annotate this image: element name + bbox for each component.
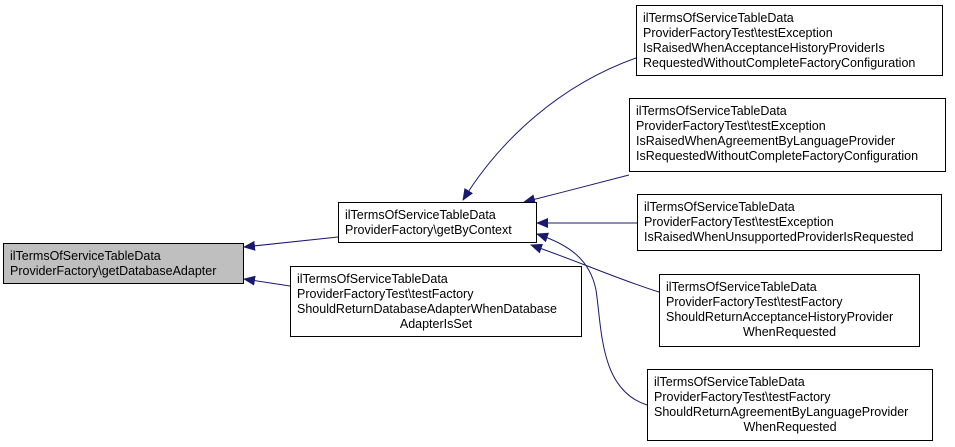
node-test-exception-agreement-by-language[interactable]: ilTermsOfServiceTableData ProviderFactor…	[629, 98, 946, 172]
edge-testexcacceptance-to-getbycontext	[462, 57, 637, 201]
node-line: ProviderFactoryTest\testFactory	[297, 287, 474, 301]
node-line: ilTermsOfServiceTableData	[636, 104, 787, 118]
node-line: WhenRequested	[742, 325, 837, 339]
node-line: ProviderFactory\getByContext	[345, 223, 512, 237]
node-line: IsRaisedWhenUnsupportedProviderIsRequest…	[644, 230, 914, 244]
node-test-database-adapter-set[interactable]: ilTermsOfServiceTableData ProviderFactor…	[290, 266, 582, 337]
node-line: ShouldReturnAgreementByLanguageProvider	[654, 405, 909, 419]
node-test-factory-agreement-by-language[interactable]: ilTermsOfServiceTableData ProviderFactor…	[647, 369, 933, 441]
edge-testacceptancehistory-to-getbycontext	[530, 243, 660, 293]
node-line: ilTermsOfServiceTableData	[643, 11, 794, 25]
node-line: ProviderFactory\getDatabaseAdapter	[10, 264, 217, 278]
node-line: ilTermsOfServiceTableData	[644, 200, 795, 214]
node-line: AdapterIsSet	[399, 317, 473, 331]
node-line: ProviderFactoryTest\testException	[636, 119, 826, 133]
node-line: ilTermsOfServiceTableData	[345, 208, 496, 222]
node-get-by-context[interactable]: ilTermsOfServiceTableData ProviderFactor…	[338, 202, 537, 243]
edge-testagreementbylanguage-to-getbycontext	[536, 232, 648, 406]
node-line: IsRaisedWhenAgreementByLanguageProvider	[636, 134, 896, 148]
node-line: IsRaisedWhenAcceptanceHistoryProviderIs	[643, 41, 885, 55]
node-line: ilTermsOfServiceTableData	[297, 272, 448, 286]
node-line: ilTermsOfServiceTableData	[10, 249, 161, 263]
node-line: ProviderFactoryTest\testException	[644, 215, 834, 229]
node-line: IsRequestedWithoutCompleteFactoryConfigu…	[636, 149, 919, 163]
node-line: ShouldReturnDatabaseAdapterWhenDatabase	[297, 302, 557, 316]
node-test-factory-acceptance-history[interactable]: ilTermsOfServiceTableData ProviderFactor…	[659, 274, 920, 347]
node-test-exception-unsupported-provider[interactable]: ilTermsOfServiceTableData ProviderFactor…	[637, 194, 942, 251]
edge-testdbadapterset-to-getdatabaseadapter	[243, 275, 291, 287]
node-line: ilTermsOfServiceTableData	[654, 375, 805, 389]
node-line: ProviderFactoryTest\testException	[643, 26, 833, 40]
edge-getbycontext-to-getdatabaseadapter	[243, 236, 339, 251]
node-line: RequestedWithoutCompleteFactoryConfigura…	[643, 56, 916, 70]
node-test-exception-acceptance-history[interactable]: ilTermsOfServiceTableData ProviderFactor…	[636, 5, 943, 76]
node-line: ProviderFactoryTest\testFactory	[666, 295, 843, 309]
node-line: ShouldReturnAcceptanceHistoryProvider	[666, 310, 894, 324]
node-line: ProviderFactoryTest\testFactory	[654, 390, 831, 404]
node-line: ilTermsOfServiceTableData	[666, 280, 817, 294]
node-get-database-adapter[interactable]: ilTermsOfServiceTableData ProviderFactor…	[3, 243, 244, 284]
node-line: WhenRequested	[743, 420, 837, 434]
edge-testexcagreement-to-getbycontext	[523, 174, 630, 205]
